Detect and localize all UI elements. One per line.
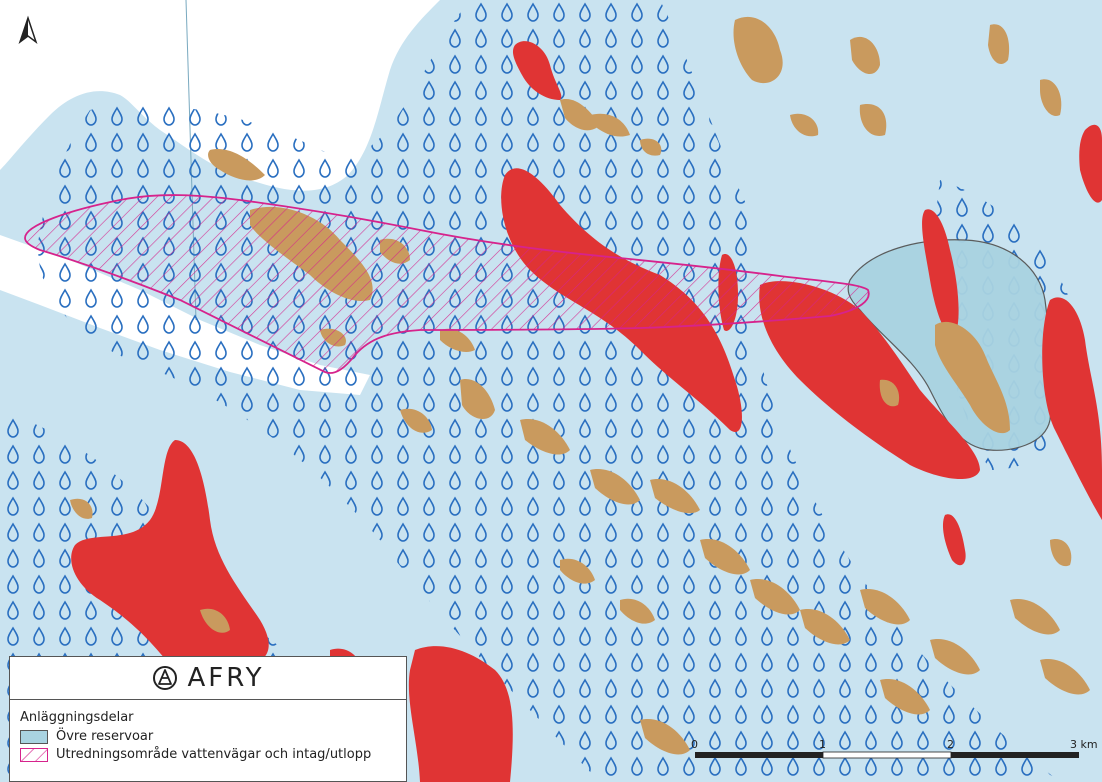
legend-item-label: Övre reservoar [56,729,154,744]
legend-heading: Anläggningsdelar [20,710,134,725]
reservoir-swatch [20,729,48,744]
afry-logo-icon [153,666,178,690]
scale-label-1: 1 [819,738,826,751]
logo-row: AFRY [10,657,406,700]
north-arrow-icon [18,15,38,45]
study-area [24,194,870,374]
legend-item-label: Utredningsområde vattenvägar och intag/u… [56,747,372,762]
map-legend: AFRY Anläggningsdelar Övre reservoar Utr… [9,656,407,782]
scale-bar [695,751,1079,759]
legend-item-reservoir: Övre reservoar [20,729,406,744]
scale-label-3: 3 km [1070,738,1098,751]
scale-label-2: 2 [947,738,954,751]
legend-item-study-area: Utredningsområde vattenvägar och intag/u… [20,747,406,762]
wetland-area [38,0,1060,782]
logo-text: AFRY [187,663,265,693]
scale-label-0: 0 [691,738,698,751]
land-area [0,0,440,191]
study-area-swatch [20,747,48,762]
